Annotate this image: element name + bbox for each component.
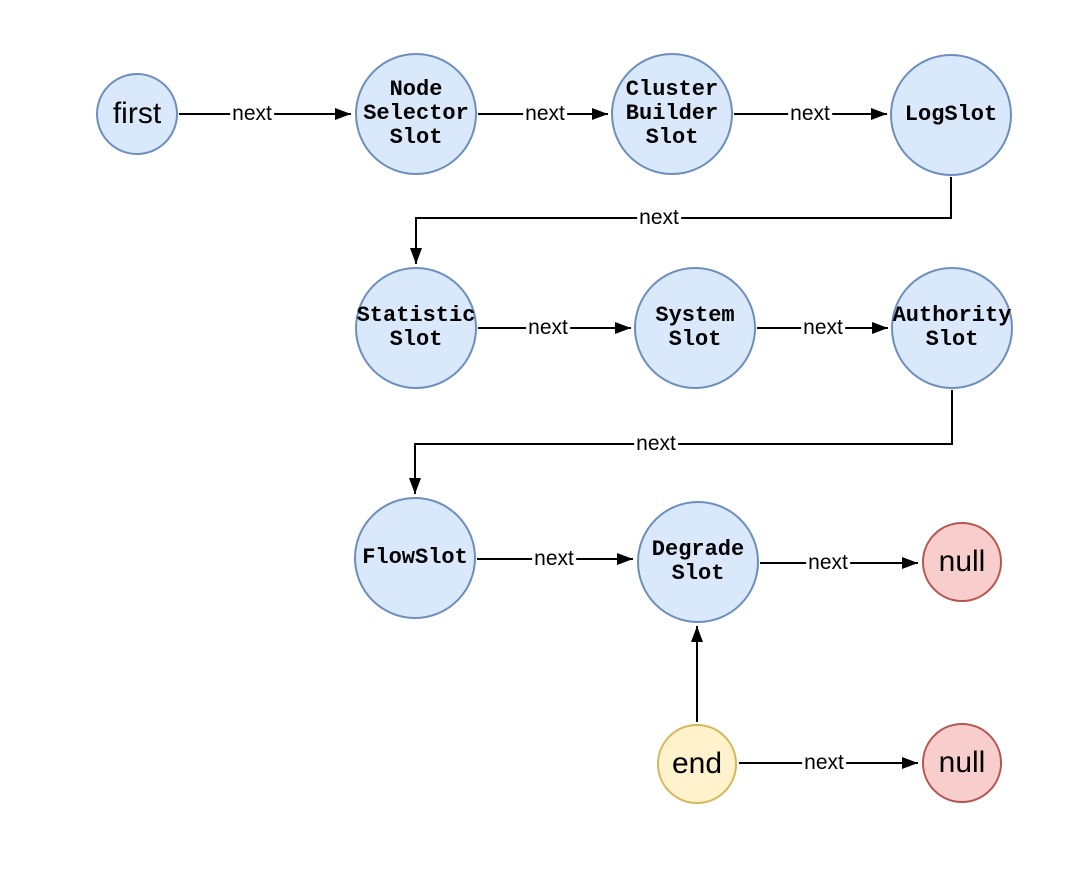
edge-label-degrade-next: next bbox=[806, 551, 850, 575]
edge-log-slot-to-statistic-slot bbox=[410, 177, 952, 264]
node-statistic-slot-label: Statistic Slot bbox=[356, 303, 476, 352]
node-null-after-degrade-label: null bbox=[938, 545, 986, 578]
edge-label-first-next: next bbox=[230, 102, 274, 126]
node-cluster-builder-slot-label: Cluster Builder Slot bbox=[625, 77, 719, 150]
node-degrade-slot-label: Degrade Slot bbox=[651, 537, 745, 586]
node-degrade-slot: Degrade Slot bbox=[637, 501, 759, 623]
node-flow-slot: FlowSlot bbox=[354, 497, 476, 619]
edge-label-flow-slot-next: next bbox=[532, 547, 576, 571]
node-first-label: first bbox=[112, 97, 162, 130]
edge-label-log-slot-next: next bbox=[637, 206, 681, 230]
node-null-after-end-label: null bbox=[938, 746, 986, 779]
node-end-label: end bbox=[671, 747, 723, 780]
node-log-slot-label: LogSlot bbox=[904, 102, 998, 127]
node-flow-slot-label: FlowSlot bbox=[362, 545, 468, 570]
node-first: first bbox=[96, 73, 178, 155]
edge-label-system-next: next bbox=[801, 316, 845, 340]
node-null-after-end: null bbox=[922, 723, 1002, 803]
node-authority-slot-label: Authority Slot bbox=[892, 303, 1012, 352]
edge-label-cluster-builder-next: next bbox=[788, 102, 832, 126]
node-node-selector-slot: Node Selector Slot bbox=[355, 53, 477, 175]
node-end: end bbox=[657, 724, 737, 804]
node-system-slot: System Slot bbox=[634, 267, 756, 389]
node-log-slot: LogSlot bbox=[890, 54, 1012, 176]
edge-label-authority-next: next bbox=[634, 432, 678, 456]
edge-authority-slot-to-flow-slot bbox=[409, 390, 953, 494]
edge-label-end-next: next bbox=[802, 751, 846, 775]
node-node-selector-slot-label: Node Selector Slot bbox=[363, 77, 469, 150]
edge-label-node-selector-next: next bbox=[523, 102, 567, 126]
node-statistic-slot: Statistic Slot bbox=[355, 267, 477, 389]
node-null-after-degrade: null bbox=[922, 522, 1002, 602]
edge-label-statistic-next: next bbox=[526, 316, 570, 340]
node-authority-slot: Authority Slot bbox=[891, 267, 1013, 389]
node-cluster-builder-slot: Cluster Builder Slot bbox=[611, 53, 733, 175]
node-system-slot-label: System Slot bbox=[655, 303, 735, 352]
